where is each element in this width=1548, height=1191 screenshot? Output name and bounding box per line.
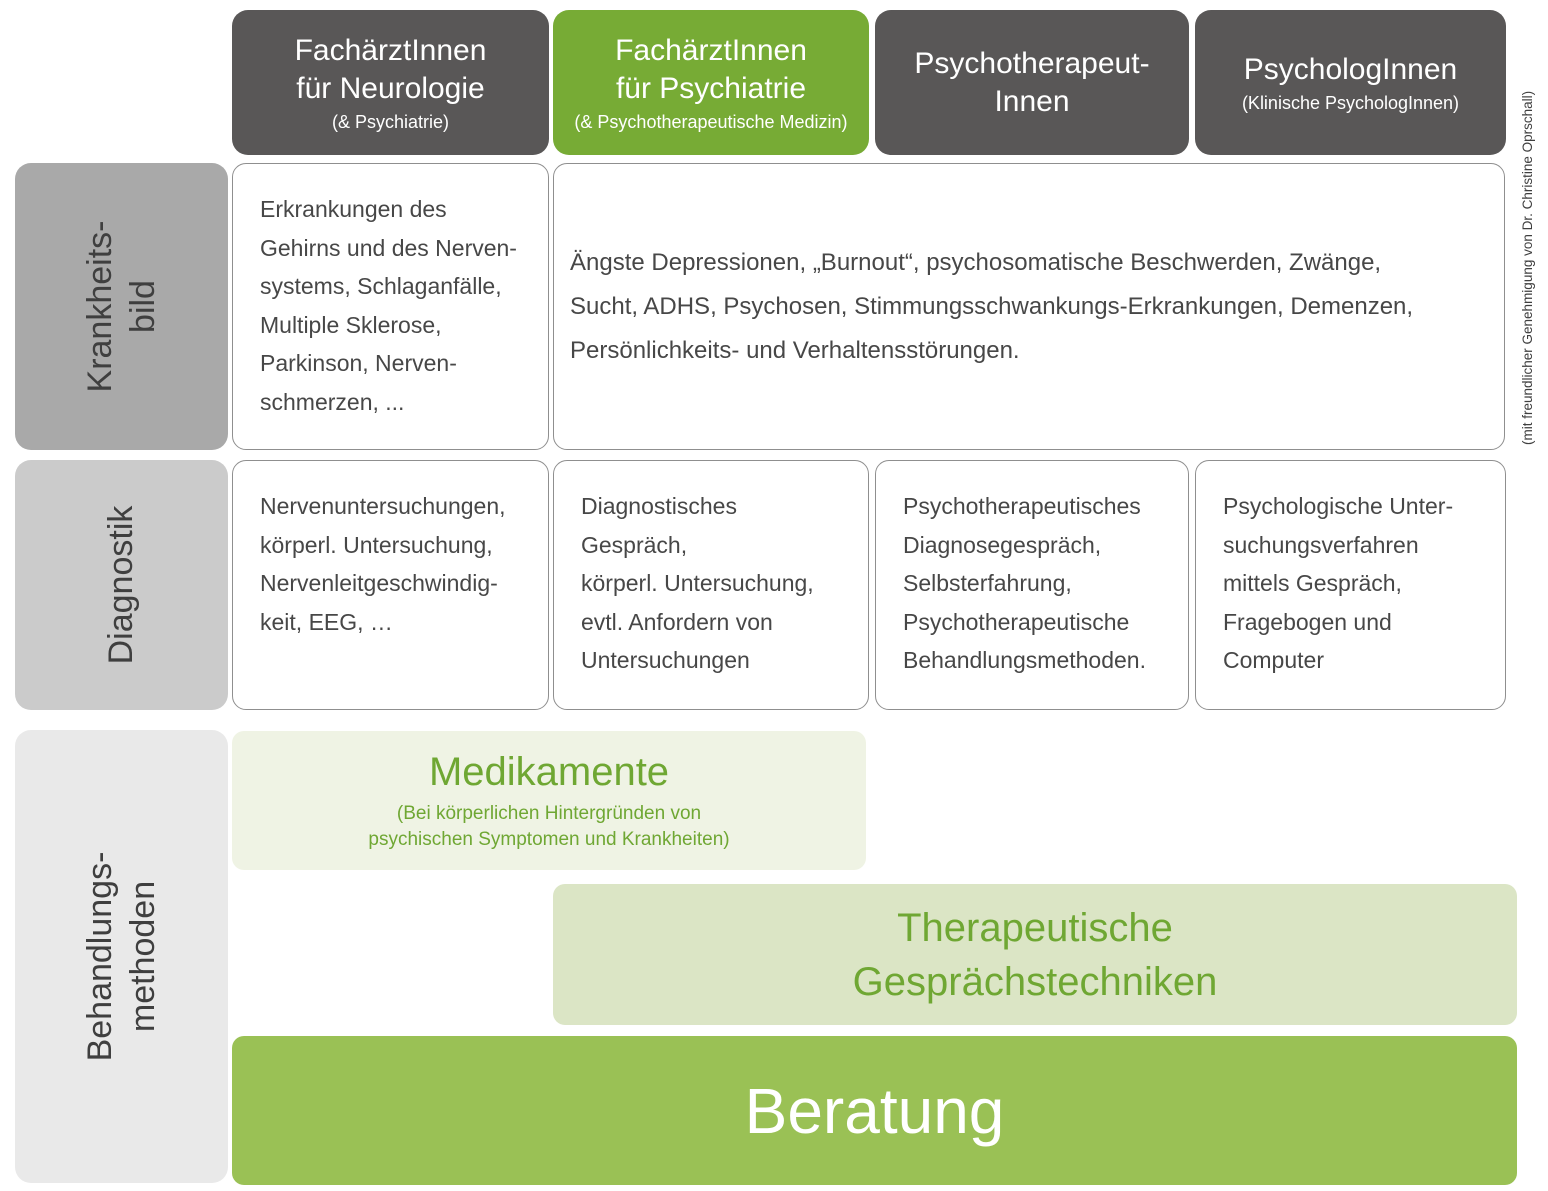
box-beratung: Beratung bbox=[232, 1036, 1517, 1185]
column-header-psychotherapeuten: Psychotherapeut- Innen bbox=[875, 10, 1189, 155]
row-label-diagnostik: Diagnostik bbox=[15, 460, 228, 710]
medikamente-title: Medikamente bbox=[428, 749, 670, 794]
column-subtitle: (Klinische PsychologInnen) bbox=[1241, 93, 1460, 113]
box-therapeutische-gespraechstechniken: Therapeutische Gesprächstechniken bbox=[553, 884, 1517, 1025]
credit-note: (mit freundlicher Genehmigung von Dr. Ch… bbox=[1519, 90, 1535, 445]
row-label-krankheitsbild: Krankheits- bild bbox=[15, 163, 228, 450]
column-title: PsychologInnen bbox=[1243, 53, 1458, 86]
column-header-neurologie: FachärztInnen für Neurologie (& Psychiat… bbox=[232, 10, 549, 155]
column-subtitle: (& Psychotherapeutische Medizin) bbox=[574, 112, 848, 132]
column-header-psychiatrie: FachärztInnen für Psychiatrie (& Psychot… bbox=[553, 10, 869, 155]
row-label-behandlungsmethoden: Behandlungs- methoden bbox=[15, 730, 228, 1183]
cell-krankheitsbild-neurologie: Erkrankungen des Gehirns und des Nerven-… bbox=[232, 163, 549, 450]
medikamente-subtitle: (Bei körperlichen Hintergründen von psyc… bbox=[368, 802, 730, 850]
cell-krankheitsbild-merged: Ängste Depressionen, „Burnout“, psychoso… bbox=[553, 163, 1505, 450]
column-header-psychologen: PsychologInnen (Klinische PsychologInnen… bbox=[1195, 10, 1506, 155]
cell-diagnostik-psychologen: Psychologische Unter- suchungsverfahren … bbox=[1195, 460, 1506, 710]
column-title: Psychotherapeut- Innen bbox=[914, 46, 1150, 118]
box-medikamente: Medikamente (Bei körperlichen Hintergrün… bbox=[232, 731, 866, 870]
column-title: FachärztInnen für Neurologie bbox=[294, 34, 487, 105]
cell-diagnostik-psychiatrie: Diagnostisches Gespräch, körperl. Unters… bbox=[553, 460, 869, 710]
column-title: FachärztInnen für Psychiatrie bbox=[615, 34, 807, 105]
cell-diagnostik-neurologie: Nervenuntersuchungen, körperl. Untersuch… bbox=[232, 460, 549, 710]
cell-diagnostik-psychotherapeuten: Psychotherapeutisches Diagnosegespräch, … bbox=[875, 460, 1189, 710]
column-subtitle: (& Psychiatrie) bbox=[331, 112, 450, 132]
